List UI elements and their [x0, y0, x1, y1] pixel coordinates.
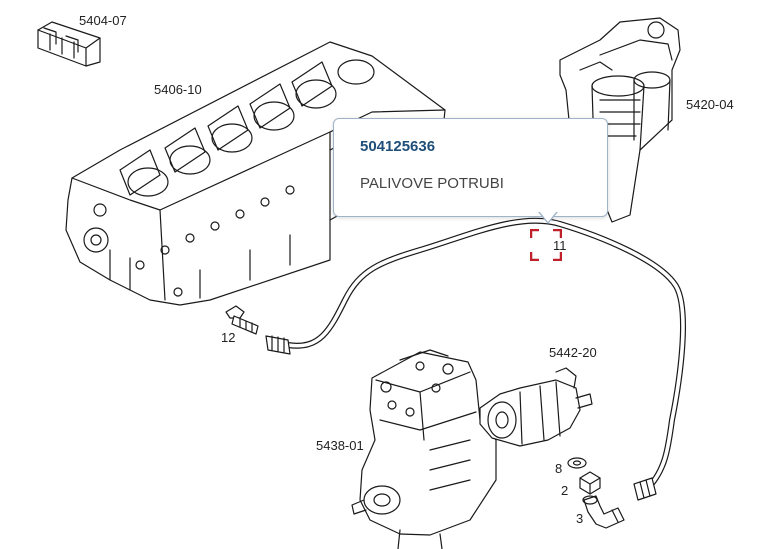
selected-part-highlight[interactable]	[530, 229, 562, 261]
label-8[interactable]: 8	[555, 461, 563, 476]
label-5404-07[interactable]: 5404-07	[79, 13, 127, 28]
part-tooltip: 504125636 PALIVOVE POTRUBI	[333, 118, 608, 217]
tooltip-description: PALIVOVE POTRUBI	[360, 175, 504, 192]
clip-part-5404-07[interactable]	[37, 21, 101, 67]
label-12[interactable]: 12	[221, 330, 236, 345]
tooltip-part-number[interactable]: 504125636	[360, 138, 436, 155]
label-5420-04[interactable]: 5420-04	[686, 97, 734, 112]
label-3[interactable]: 3	[576, 511, 584, 526]
label-11[interactable]: 11	[553, 238, 567, 253]
tooltip-pointer-fill	[539, 211, 557, 222]
bolt-12[interactable]	[225, 305, 259, 335]
pump-5442-20[interactable]	[479, 367, 593, 447]
label-5442-20[interactable]: 5442-20	[549, 345, 597, 360]
engine-block-5406-10[interactable]	[65, 41, 446, 306]
label-2[interactable]: 2	[561, 483, 569, 498]
elbow-fitting-3[interactable]	[582, 495, 625, 529]
air-compressor-5438-01[interactable]	[351, 349, 497, 549]
washer-8[interactable]	[567, 457, 587, 469]
nut-2[interactable]	[579, 471, 601, 495]
label-5406-10[interactable]: 5406-10	[154, 82, 202, 97]
label-5438-01[interactable]: 5438-01	[316, 438, 364, 453]
fuel-pipe-11[interactable]	[265, 217, 686, 501]
